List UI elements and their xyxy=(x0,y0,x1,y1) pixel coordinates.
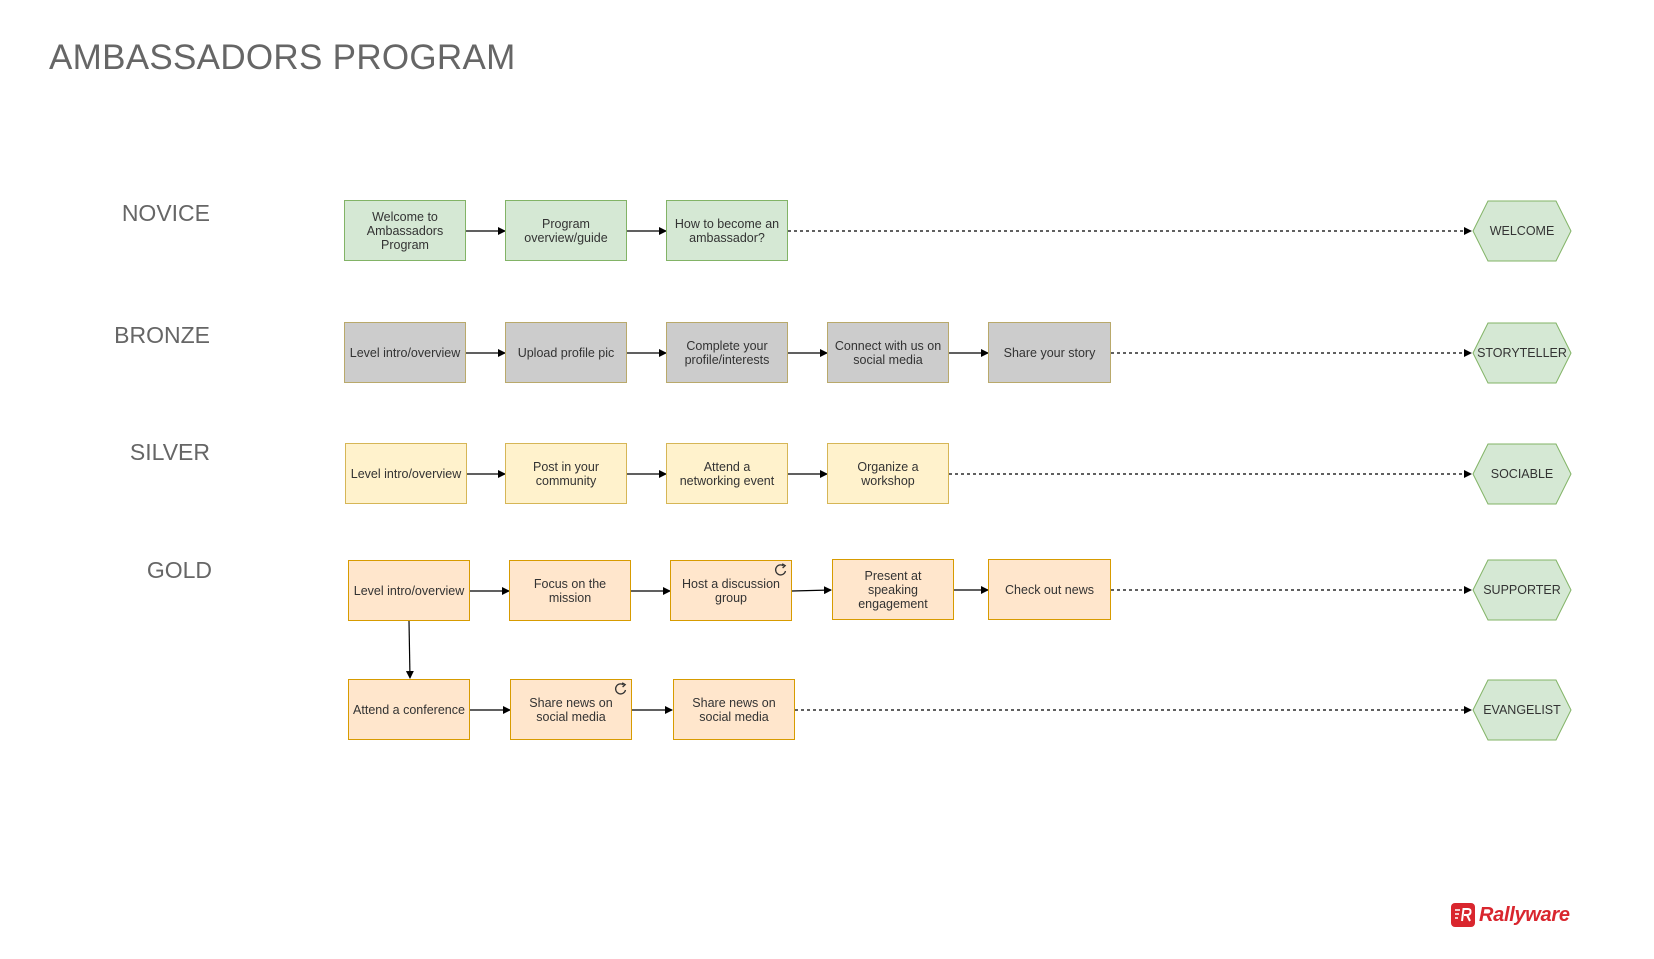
rallyware-logo[interactable]: Rallyware xyxy=(1451,900,1570,930)
step-connect-social-media[interactable]: Connect with us on social media xyxy=(827,322,949,383)
step-label: Share news on social media xyxy=(692,695,776,724)
step-focus-on-mission[interactable]: Focus on the mission xyxy=(509,560,631,621)
step-share-news-social-2[interactable]: Share news on social media xyxy=(673,679,795,740)
step-host-discussion-group[interactable]: Host a discussion group xyxy=(670,560,792,621)
step-complete-profile[interactable]: Complete your profile/interests xyxy=(666,322,788,383)
step-label: Organize a workshop xyxy=(857,459,919,488)
hexagon-badge-shape xyxy=(1472,559,1572,621)
step-label: Program overview/guide xyxy=(524,216,608,245)
level-label-silver: SILVER xyxy=(129,439,210,465)
hexagon-badge-shape xyxy=(1472,200,1572,262)
step-label: Post in your community xyxy=(532,459,599,488)
badge-label: WELCOME xyxy=(1489,224,1555,238)
badge-label: SUPPORTER xyxy=(1483,583,1561,597)
step-program-overview[interactable]: Program overview/guide xyxy=(505,200,627,261)
step-label: How to become an ambassador? xyxy=(674,216,780,245)
logo-wordmark: Rallyware xyxy=(1479,903,1570,926)
page-title: AMBASSADORS PROGRAM xyxy=(49,38,516,77)
cycle-icon xyxy=(774,563,787,576)
step-label: Level intro/overview xyxy=(349,345,461,360)
step-share-news-social-1[interactable]: Share news on social media xyxy=(510,679,632,740)
badge-supporter[interactable]: SUPPORTER xyxy=(1472,559,1572,621)
level-label-bronze: BRONZE xyxy=(114,322,210,348)
step-check-out-news[interactable]: Check out news xyxy=(988,559,1111,620)
step-label: Level intro/overview xyxy=(350,466,462,481)
rallyware-logo-icon xyxy=(1451,903,1475,927)
step-label: Host a discussion group xyxy=(682,576,780,605)
level-label-gold: GOLD xyxy=(146,557,212,583)
step-label: Attend a conference xyxy=(353,702,465,717)
step-share-your-story[interactable]: Share your story xyxy=(988,322,1111,383)
cycle-icon xyxy=(614,682,627,695)
step-post-in-community[interactable]: Post in your community xyxy=(505,443,627,504)
hexagon-badge-shape xyxy=(1472,322,1572,384)
step-label: Attend a networking event xyxy=(679,459,775,488)
step-label: Focus on the mission xyxy=(533,576,607,605)
step-label: Level intro/overview xyxy=(353,583,465,598)
step-silver-level-intro[interactable]: Level intro/overview xyxy=(345,443,467,504)
step-how-to-become-ambassador[interactable]: How to become an ambassador? xyxy=(666,200,788,261)
step-label: Share news on social media xyxy=(529,695,613,724)
badge-label: STORYTELLER xyxy=(1477,346,1567,360)
badge-storyteller[interactable]: STORYTELLER xyxy=(1472,322,1572,384)
badge-evangelist[interactable]: EVANGELIST xyxy=(1472,679,1572,741)
step-label: Share your story xyxy=(1003,345,1096,360)
step-bronze-level-intro[interactable]: Level intro/overview xyxy=(344,322,466,383)
hexagon-badge-shape xyxy=(1472,679,1572,741)
step-present-speaking-engagement[interactable]: Present at speaking engagement xyxy=(832,559,954,620)
step-label: Check out news xyxy=(1005,582,1094,597)
step-welcome[interactable]: Welcome to Ambassadors Program xyxy=(344,200,466,261)
step-label: Welcome to Ambassadors Program xyxy=(366,209,444,252)
step-organize-workshop[interactable]: Organize a workshop xyxy=(827,443,949,504)
badge-label: SOCIABLE xyxy=(1490,467,1554,481)
step-label: Connect with us on social media xyxy=(834,338,942,367)
step-label: Upload profile pic xyxy=(517,345,615,360)
step-label: Present at speaking engagement xyxy=(858,568,928,611)
badge-label: EVANGELIST xyxy=(1483,703,1561,717)
step-upload-profile-pic[interactable]: Upload profile pic xyxy=(505,322,627,383)
step-label: Complete your profile/interests xyxy=(684,338,770,367)
badge-sociable[interactable]: SOCIABLE xyxy=(1472,443,1572,505)
hexagon-badge-shape xyxy=(1472,443,1572,505)
step-gold-level-intro[interactable]: Level intro/overview xyxy=(348,560,470,621)
badge-welcome[interactable]: WELCOME xyxy=(1472,200,1572,262)
step-attend-conference[interactable]: Attend a conference xyxy=(348,679,470,740)
level-label-novice: NOVICE xyxy=(121,200,210,226)
step-attend-networking-event[interactable]: Attend a networking event xyxy=(666,443,788,504)
